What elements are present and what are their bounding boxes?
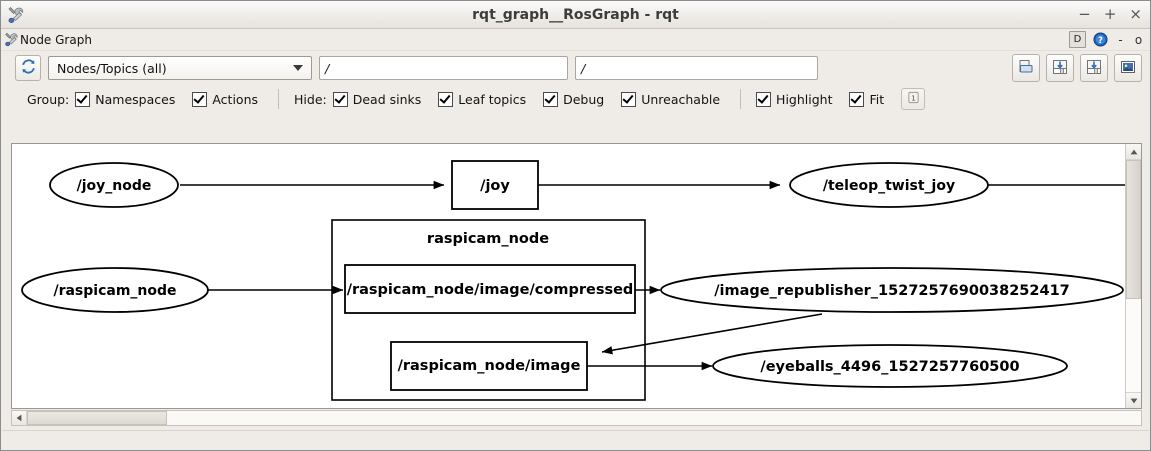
graph-node-label: /joy xyxy=(480,178,510,194)
dock-controls: D ? - o xyxy=(1069,29,1144,50)
close-button[interactable]: × xyxy=(1129,5,1142,23)
tools-icon-small xyxy=(3,32,19,48)
horizontal-scroll-track[interactable] xyxy=(27,411,1141,425)
minimize-button[interactable]: − xyxy=(1078,5,1091,23)
save-image-icon xyxy=(1119,58,1137,79)
maximize-button[interactable]: + xyxy=(1103,5,1117,23)
dock-widget-header: Node Graph D ? - o xyxy=(1,29,1150,51)
dock-float-button[interactable]: - xyxy=(1118,32,1123,47)
checkbox-namespaces[interactable]: Namespaces xyxy=(75,91,176,107)
checkbox-box xyxy=(332,91,348,107)
node-filter-value: / xyxy=(581,60,586,76)
group-label: Group: xyxy=(27,91,70,107)
checkbox-box xyxy=(756,91,772,107)
checkbox-label: Fit xyxy=(869,91,885,107)
chevron-down-icon xyxy=(293,65,303,71)
folder-open-icon xyxy=(1017,58,1035,79)
graph-node-joy[interactable]: /joy xyxy=(451,160,539,210)
status-bar xyxy=(2,430,1149,449)
node-filter-input[interactable]: / xyxy=(575,56,818,80)
horizontal-scroll-thumb[interactable] xyxy=(27,411,167,425)
graph-toolbar: Nodes/Topics (all) / / xyxy=(1,51,1150,85)
graph-node-label: /teleop_twist_joy xyxy=(823,178,955,194)
save-dot-icon xyxy=(1051,58,1069,79)
checkbox-box xyxy=(621,91,637,107)
graph-type-select[interactable]: Nodes/Topics (all) xyxy=(48,56,312,80)
ros-graph: raspicam_node /joy_node xyxy=(21,160,1125,401)
fit-in-view-icon: 1 xyxy=(907,91,920,107)
checkbox-label: Namespaces xyxy=(95,91,176,107)
graph-node-label: /eyeballs_4496_1527257760500 xyxy=(760,359,1019,375)
checkbox-box xyxy=(438,91,454,107)
checkbox-label: Highlight xyxy=(776,91,833,107)
window-title: rqt_graph__RosGraph - rqt xyxy=(472,6,679,23)
graph-node-label: /raspicam_node xyxy=(53,283,176,299)
save-svg-icon xyxy=(1085,58,1103,79)
checkbox-box xyxy=(75,91,91,107)
graph-node-raspicam_node[interactable]: /raspicam_node xyxy=(21,267,209,313)
graph-node-eyeballs[interactable]: /eyeballs_4496_1527257760500 xyxy=(712,344,1068,388)
checkbox-highlight[interactable]: Highlight xyxy=(756,91,833,107)
window-controls: − + × xyxy=(1078,1,1142,28)
svg-text:?: ? xyxy=(1098,35,1103,45)
graph-horizontal-scrollbar[interactable] xyxy=(11,410,1142,426)
checkbox-box xyxy=(192,91,208,107)
checkbox-actions[interactable]: Actions xyxy=(192,91,259,107)
dock-settings-button[interactable]: D xyxy=(1069,31,1086,48)
checkbox-label: Unreachable xyxy=(641,91,721,107)
help-circle-icon[interactable]: ? xyxy=(1093,32,1108,47)
checkbox-label: Dead sinks xyxy=(352,91,422,107)
tools-icon xyxy=(5,4,27,26)
refresh-icon xyxy=(20,58,37,78)
fit-in-view-button[interactable]: 1 xyxy=(901,88,926,110)
save-image-button[interactable] xyxy=(1114,54,1142,82)
graph-node-joy_node[interactable]: /joy_node xyxy=(49,162,179,208)
graph-node-label: /raspicam_node/image xyxy=(398,358,581,374)
checkbox-unreachable[interactable]: Unreachable xyxy=(621,91,721,107)
toolbar-right-buttons xyxy=(1012,54,1142,82)
graph-node-label: /raspicam_node/image/compressed xyxy=(347,282,634,298)
checkbox-dead-sinks[interactable]: Dead sinks xyxy=(332,91,422,107)
graph-vertical-scrollbar[interactable] xyxy=(1125,144,1141,408)
separator xyxy=(278,89,280,109)
graph-cluster-label: raspicam_node xyxy=(427,231,549,247)
svg-text:1: 1 xyxy=(911,93,916,102)
graph-node-teleop_twist_joy[interactable]: /teleop_twist_joy xyxy=(789,162,989,208)
topic-filter-input[interactable]: / xyxy=(319,56,568,80)
graph-node-raspicam-image[interactable]: /raspicam_node/image xyxy=(390,341,588,391)
load-dot-button[interactable] xyxy=(1012,54,1040,82)
vertical-scroll-track[interactable] xyxy=(1126,160,1141,392)
checkbox-debug[interactable]: Debug xyxy=(543,91,605,107)
save-svg-button[interactable] xyxy=(1080,54,1108,82)
checkbox-box xyxy=(849,91,865,107)
checkbox-leaf-topics[interactable]: Leaf topics xyxy=(438,91,527,107)
checkbox-label: Debug xyxy=(563,91,605,107)
topic-filter-value: / xyxy=(325,60,330,76)
graph-options-row: Group: Namespaces Actions Hide: Dead sin… xyxy=(1,85,1150,113)
dock-title: Node Graph xyxy=(20,32,92,47)
window-title-bar: rqt_graph__RosGraph - rqt − + × xyxy=(1,1,1150,29)
checkbox-label: Leaf topics xyxy=(458,91,527,107)
save-dot-button[interactable] xyxy=(1046,54,1074,82)
graph-type-value: Nodes/Topics (all) xyxy=(57,60,167,76)
scroll-down-arrow-icon[interactable] xyxy=(1126,392,1141,408)
scroll-left-arrow-icon[interactable] xyxy=(12,411,27,425)
graph-view[interactable]: raspicam_node /joy_node xyxy=(12,144,1125,408)
vertical-scroll-thumb[interactable] xyxy=(1126,160,1141,300)
graph-edges xyxy=(180,180,1125,371)
dock-close-button[interactable]: o xyxy=(1134,32,1143,47)
graph-node-label: /joy_node xyxy=(77,178,152,194)
graph-canvas-container: raspicam_node /joy_node xyxy=(11,143,1142,409)
checkbox-label: Actions xyxy=(212,91,259,107)
scroll-up-arrow-icon[interactable] xyxy=(1126,144,1141,160)
separator xyxy=(740,89,742,109)
refresh-button[interactable] xyxy=(15,55,41,81)
checkbox-fit[interactable]: Fit xyxy=(849,91,885,107)
hide-label: Hide: xyxy=(294,91,327,107)
graph-node-raspicam-compressed[interactable]: /raspicam_node/image/compressed xyxy=(344,264,636,314)
edge-republisher-image xyxy=(601,313,823,355)
graph-node-image_republisher[interactable]: /image_republisher_1527257690038252417 xyxy=(660,267,1124,313)
graph-node-label: /image_republisher_1527257690038252417 xyxy=(714,283,1070,299)
checkbox-box xyxy=(543,91,559,107)
